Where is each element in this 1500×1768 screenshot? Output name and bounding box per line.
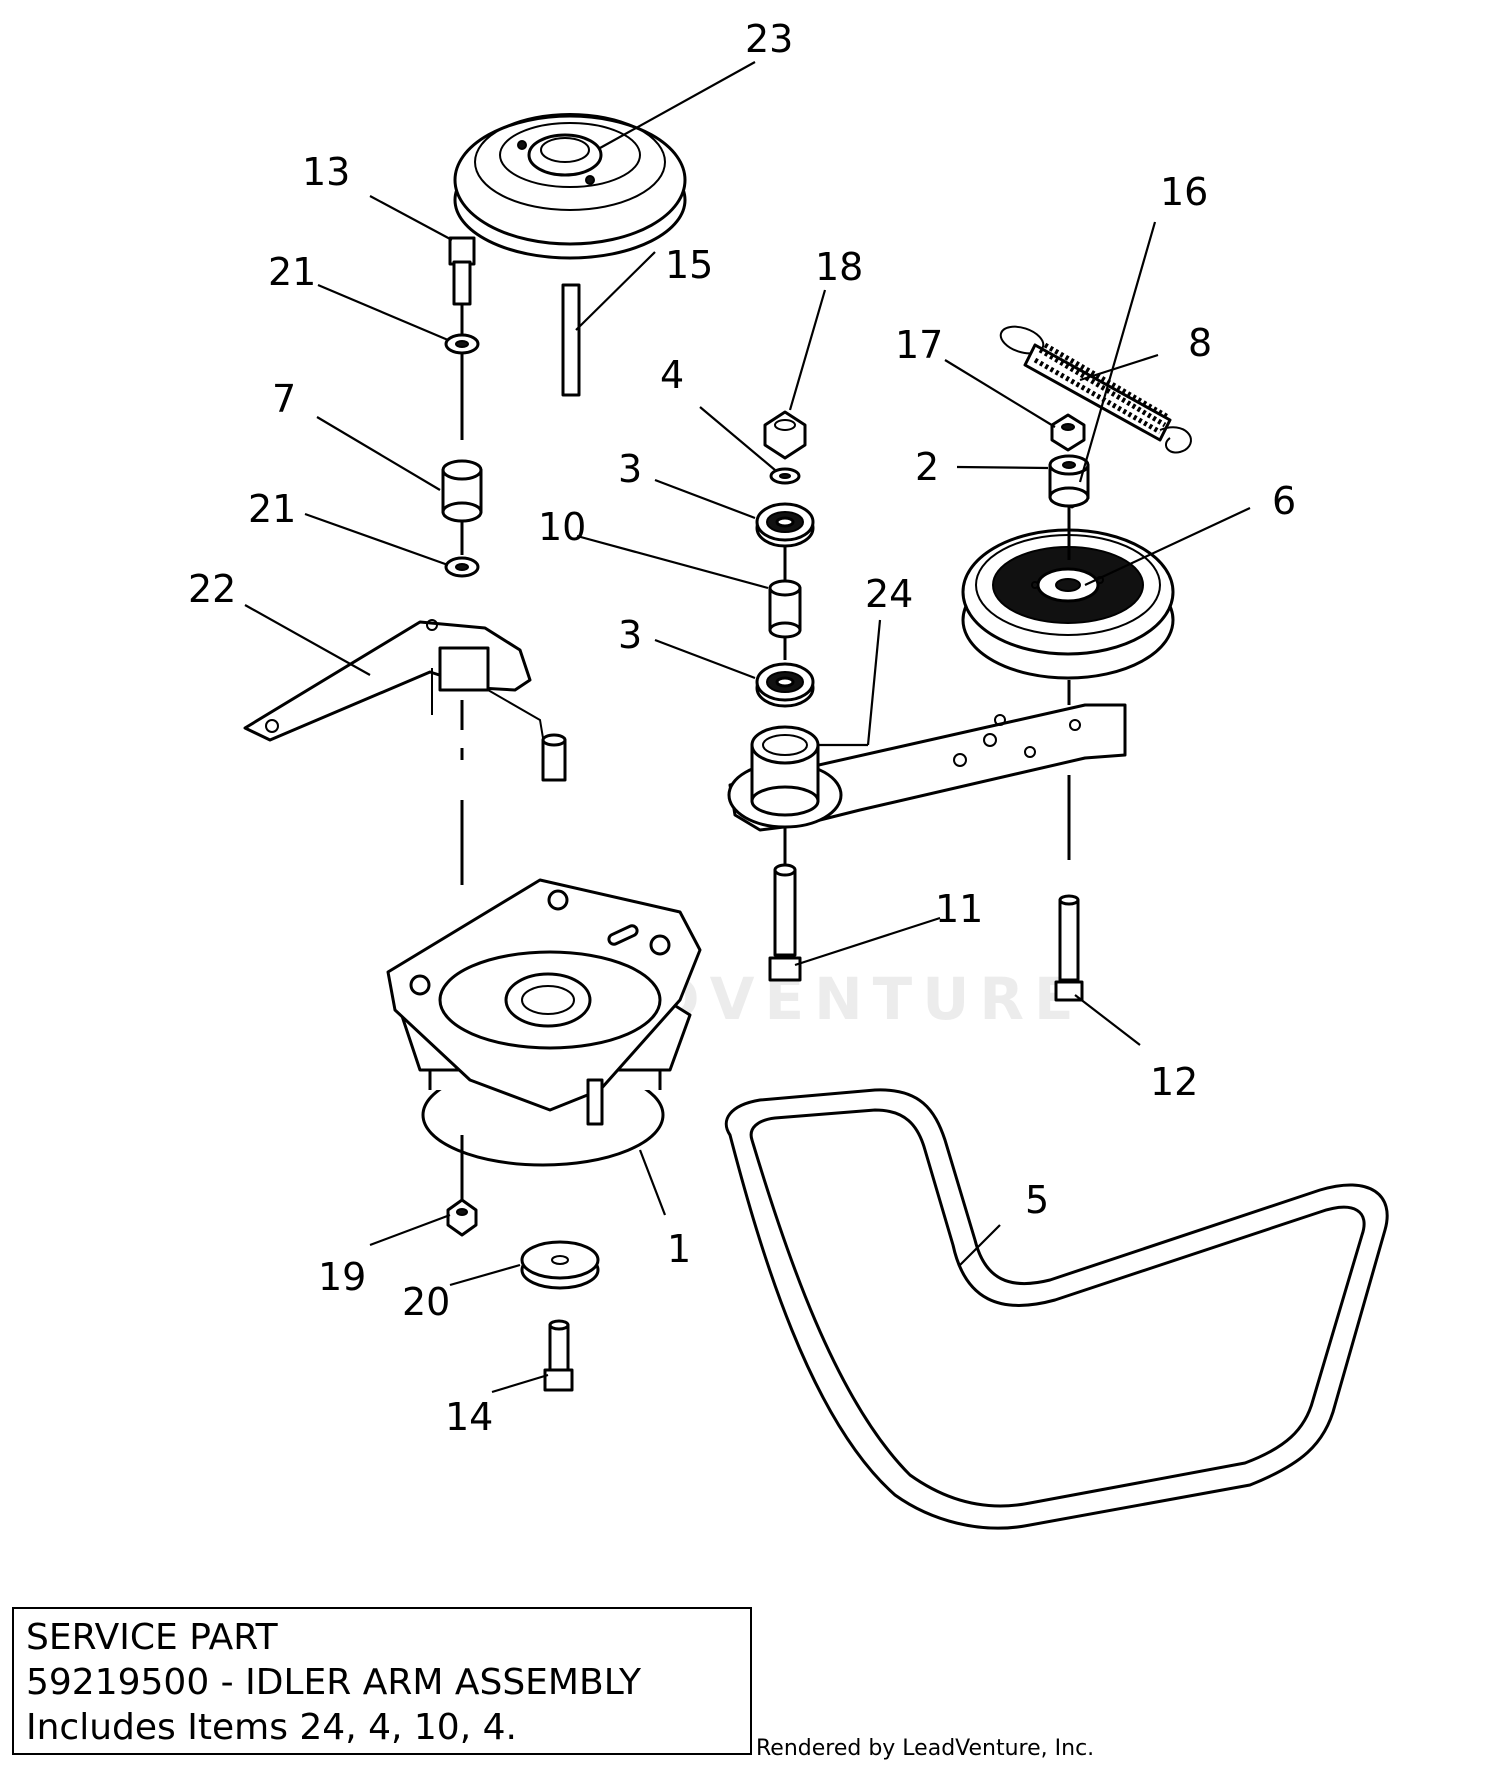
- callout-16: 16: [1160, 170, 1208, 214]
- callout-2: 2: [915, 445, 939, 489]
- callout-11: 11: [935, 887, 983, 931]
- callout-19: 19: [318, 1255, 366, 1299]
- callout-5: 5: [1025, 1178, 1049, 1222]
- callout-23: 23: [745, 17, 793, 61]
- nut-18: [763, 410, 807, 460]
- bolt-13: [448, 236, 476, 306]
- spacer-10: [768, 579, 802, 639]
- nut-19: [446, 1198, 478, 1237]
- callout-24: 24: [865, 572, 913, 616]
- callout-15: 15: [665, 243, 713, 287]
- washer-20: [520, 1240, 600, 1290]
- bracket-22: [243, 619, 567, 782]
- callout-21-upper: 21: [268, 250, 316, 294]
- spacer-7: [441, 459, 483, 523]
- callout-labels: 23 13 21 15 18 16 4 17 8 7 3 2 21 10 6 2…: [188, 17, 1296, 1439]
- callout-13: 13: [302, 150, 350, 194]
- washer-21-lower: [444, 556, 480, 578]
- service-part-includes: Includes Items 24, 4, 10, 4.: [26, 1707, 517, 1748]
- callout-6: 6: [1272, 479, 1296, 523]
- bearing-3-lower: [755, 662, 815, 708]
- washer-4: [769, 467, 801, 485]
- callout-1: 1: [667, 1227, 691, 1271]
- callout-4: 4: [660, 353, 684, 397]
- service-part-number: 59219500 - IDLER ARM ASSEMBLY: [26, 1662, 641, 1703]
- service-part-heading: SERVICE PART: [26, 1617, 278, 1658]
- render-credit: Rendered by LeadVenture, Inc.: [756, 1736, 1095, 1761]
- bearing-3-upper: [755, 502, 815, 548]
- pulley-23: [453, 113, 687, 260]
- callout-3-upper: 3: [618, 447, 642, 491]
- callout-22: 22: [188, 567, 236, 611]
- leader-lines: [244, 61, 1251, 1394]
- bolt-11: [768, 863, 802, 982]
- spacer-2: [1048, 454, 1090, 508]
- callout-10: 10: [538, 505, 586, 549]
- clutch-1: [386, 878, 702, 1167]
- callout-17: 17: [895, 323, 943, 367]
- idler-arm-24: [727, 703, 1127, 832]
- bolt-12: [1054, 894, 1084, 1002]
- spring-8: [999, 325, 1192, 454]
- callout-20: 20: [402, 1280, 450, 1324]
- washer-21-upper: [444, 333, 480, 355]
- callout-14: 14: [445, 1395, 493, 1439]
- belt-5: [724, 1088, 1389, 1530]
- nut-17: [1050, 413, 1086, 452]
- callout-12: 12: [1150, 1060, 1198, 1104]
- service-part-box: SERVICE PART 59219500 - IDLER ARM ASSEMB…: [12, 1607, 752, 1755]
- bolt-14: [543, 1319, 574, 1392]
- callout-21-lower: 21: [248, 487, 296, 531]
- callout-18: 18: [815, 245, 863, 289]
- callout-7: 7: [272, 377, 296, 421]
- callout-8: 8: [1188, 321, 1212, 365]
- key-15: [561, 283, 581, 397]
- callout-3-lower: 3: [618, 613, 642, 657]
